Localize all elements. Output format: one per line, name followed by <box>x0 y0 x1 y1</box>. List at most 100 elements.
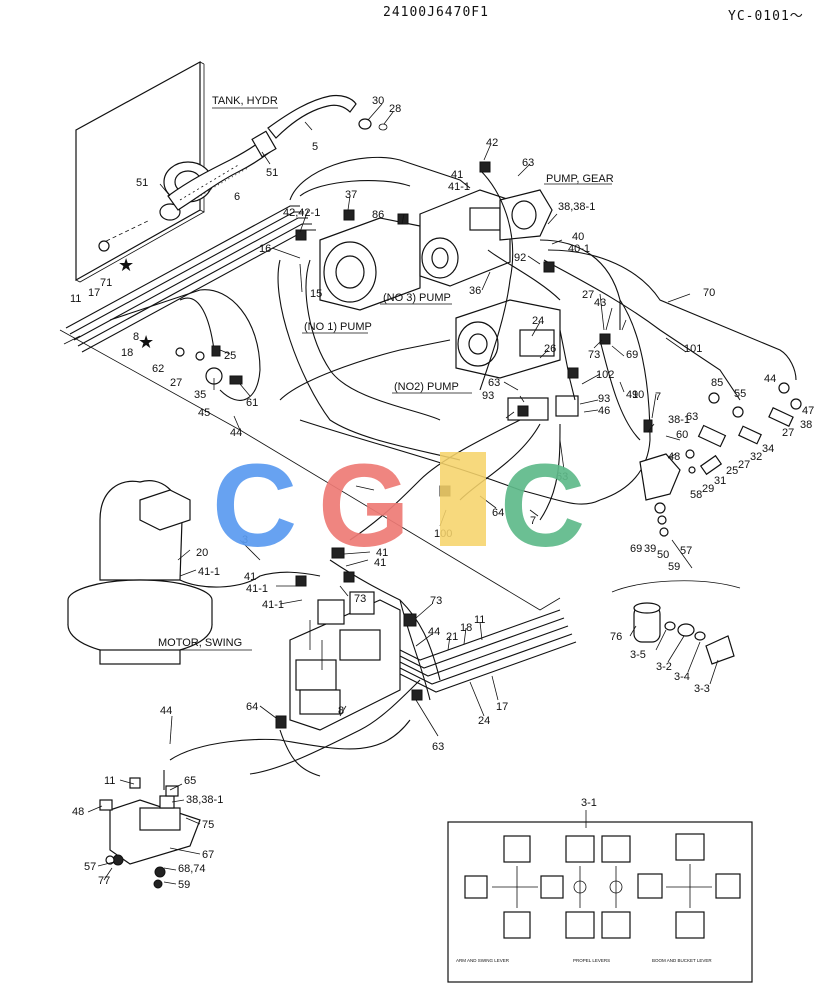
callout: 48 <box>668 451 680 463</box>
callout: 17 <box>496 701 508 713</box>
callout: 38,38-1 <box>558 201 595 213</box>
callout: 44 <box>160 705 172 717</box>
lever-caption-arm-swing: ARM AND SWING LEVER <box>456 958 510 963</box>
watermark: C G C <box>212 440 585 572</box>
leader-lines <box>87 103 719 885</box>
callout: 61 <box>246 397 258 409</box>
callout: 11 <box>104 775 115 787</box>
callout: 8 <box>133 331 139 343</box>
callout: 41-1 <box>448 181 470 193</box>
callout: 27 <box>170 377 182 389</box>
callout: 40-1 <box>568 243 590 255</box>
callout: 71 <box>100 277 112 289</box>
swing-motor <box>67 480 213 665</box>
callout: 93 <box>482 390 494 402</box>
callout: 3-5 <box>630 649 646 661</box>
callout: 75 <box>202 819 214 831</box>
callout: 64 <box>246 701 258 713</box>
callout: 25 <box>224 350 236 362</box>
pump-gear-label: PUMP, GEAR <box>546 173 614 185</box>
callout: 59 <box>668 561 680 573</box>
callout: 63 <box>686 411 698 423</box>
callout: 21 <box>446 631 458 643</box>
callout: 73 <box>354 593 366 605</box>
motor-swing-label: MOTOR, SWING <box>158 637 242 649</box>
callout: 3-1 <box>581 797 597 809</box>
callout: 50 <box>657 549 669 561</box>
callout: 67 <box>202 849 214 861</box>
callout: 41 <box>244 571 256 583</box>
tank-label: TANK, HYDR <box>212 95 278 107</box>
callout: 27 <box>738 459 750 471</box>
callout: 42,42-1 <box>283 207 320 219</box>
callout: 16 <box>259 243 271 255</box>
callout: 3-2 <box>656 661 672 673</box>
callout: 41-1 <box>246 583 268 595</box>
callout: 55 <box>734 388 746 400</box>
callout: 59 <box>178 879 190 891</box>
callout: 29 <box>702 483 714 495</box>
callout: 57 <box>680 545 692 557</box>
star-mark-icon-2: ★ <box>138 332 154 352</box>
callout: 43 <box>594 297 606 309</box>
callout: 63 <box>432 741 444 753</box>
callout: 11 <box>70 293 81 305</box>
callout: 90 <box>632 389 644 401</box>
callout: 48 <box>72 806 84 818</box>
watermark-letter: C <box>212 440 297 572</box>
callout: 41-1 <box>198 566 220 578</box>
callout: 62 <box>152 363 164 375</box>
callout: 39 <box>644 543 656 555</box>
callout: 70 <box>703 287 715 299</box>
callout: 18 <box>460 622 472 634</box>
callout: 7 <box>530 515 536 527</box>
callout: 3-3 <box>694 683 710 695</box>
callout: 65 <box>184 775 196 787</box>
pipe-network <box>109 156 797 790</box>
callout: 46 <box>598 405 610 417</box>
callout: 64 <box>492 507 504 519</box>
callout: 44 <box>764 373 776 385</box>
callout: 3 <box>242 534 248 546</box>
pump-assembly <box>319 189 579 421</box>
pump-no2-label: (NO2) PUMP <box>394 381 459 393</box>
model-code: YC-0101～ <box>728 9 804 24</box>
callout: 86 <box>372 209 384 221</box>
callout: 58 <box>690 489 702 501</box>
callout: 7 <box>655 391 661 403</box>
callout: 38 <box>800 419 812 431</box>
callout: 28 <box>389 103 401 115</box>
callout: 24 <box>478 715 490 727</box>
pump-no1-label: (NO 1) PUMP <box>304 321 372 333</box>
callout: 34 <box>762 443 774 455</box>
callout: 20 <box>196 547 208 559</box>
callout: 27 <box>782 427 794 439</box>
line-filter <box>611 453 741 665</box>
callout: 38-1 <box>668 414 690 426</box>
callout: 6 <box>234 191 240 203</box>
star-mark-icon: ★ <box>118 255 134 275</box>
callout: 76 <box>610 631 622 643</box>
callout: 93 <box>598 393 610 405</box>
callout: 25 <box>726 465 738 477</box>
hydraulic-tank <box>75 60 213 283</box>
callout: 92 <box>514 252 526 264</box>
callout: 63 <box>522 157 534 169</box>
callout: 60 <box>676 429 688 441</box>
callout: 15 <box>310 288 322 300</box>
callout: 44 <box>230 427 242 439</box>
callout: 102 <box>596 369 614 381</box>
callout: 41 <box>376 547 388 559</box>
callout: 47 <box>802 405 814 417</box>
lever-pattern-chart: ARM AND SWING LEVER PROPEL LEVERS BOOM A… <box>447 821 753 983</box>
callout: 8 <box>338 705 344 717</box>
watermark-letter: G <box>318 440 410 572</box>
callout-numbers: 30 28 5 6 51 51 42 63 41 41-1 38,38-1 37… <box>70 95 814 891</box>
callout: 35 <box>194 389 206 401</box>
callout: 73 <box>588 349 600 361</box>
callout: 45 <box>198 407 210 419</box>
lever-caption-propel: PROPEL LEVERS <box>573 958 610 963</box>
callout: 41 <box>374 557 386 569</box>
callout: 37 <box>345 189 357 201</box>
callout: 40 <box>572 231 584 243</box>
